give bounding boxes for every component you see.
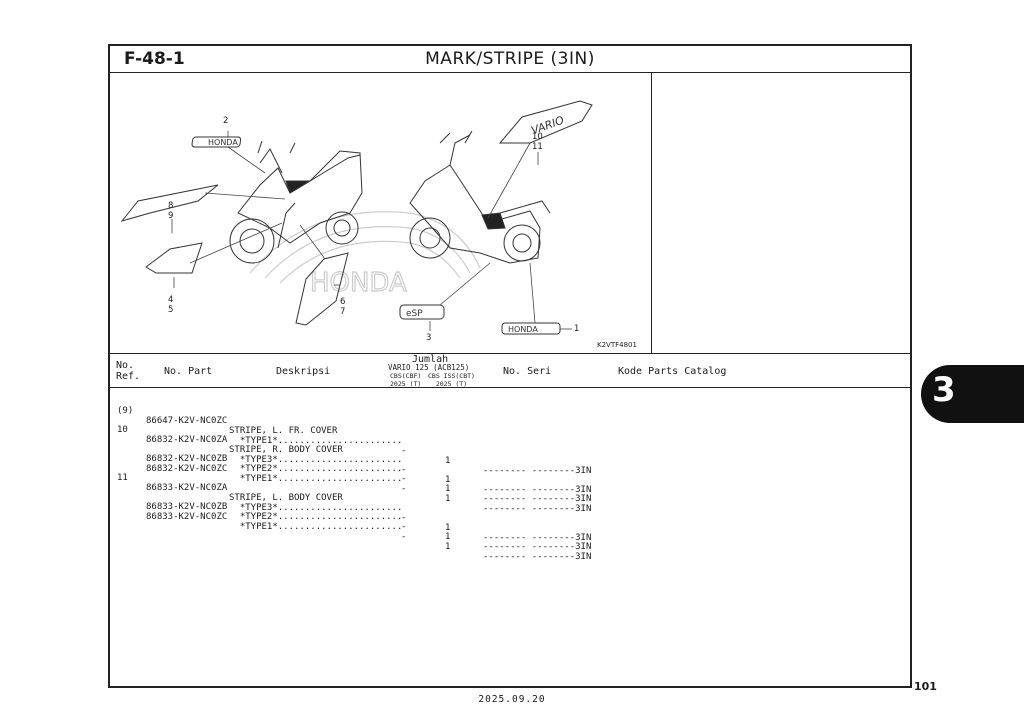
callout-9: 9 bbox=[168, 211, 174, 221]
scooter-rear-right-view bbox=[409, 130, 551, 264]
row-qty-cbs-iss: 1 bbox=[445, 532, 451, 542]
illustration-code: K2VTF4801 bbox=[597, 341, 637, 349]
row-serial: -------- --------3IN bbox=[483, 532, 592, 543]
row-description: *TYPE1*....................... bbox=[229, 521, 403, 532]
row-serial: -------- --------3IN bbox=[483, 494, 592, 504]
catalog-frame: F-48-1 MARK/STRIPE (3IN) HONDA bbox=[108, 44, 912, 688]
table-row: 11 86833-K2V-NC0ZA STRIPE, L. BODY COVER bbox=[110, 463, 343, 503]
callout-11: 11 bbox=[532, 142, 543, 152]
row-qty-cbs-iss: 1 bbox=[445, 541, 451, 552]
row-qty-cbs-iss: 1 bbox=[445, 474, 451, 485]
row-qty-cbs: - bbox=[401, 512, 407, 523]
figure-code: F-48-1 bbox=[124, 49, 185, 69]
table-row: 10 86832-K2V-NC0ZA STRIPE, R. BODY COVER bbox=[110, 415, 343, 455]
row-qty-cbs: - bbox=[401, 464, 407, 475]
row-part-number: 86832-K2V-NC0ZA bbox=[146, 435, 228, 445]
header-kode-parts: Kode Parts Catalog bbox=[618, 366, 727, 377]
decal-honda-small: HONDA bbox=[191, 136, 242, 148]
decal-emblem: eSP bbox=[399, 304, 445, 320]
row-ref: 10 bbox=[117, 425, 128, 435]
svg-text:eSP: eSP bbox=[406, 309, 423, 319]
table-row: 86832-K2V-NC0ZC *TYPE1*.................… bbox=[110, 444, 591, 514]
leader-lines bbox=[171, 131, 572, 331]
row-qty-cbs: - bbox=[401, 531, 407, 542]
footer-date: 2025.09.20 bbox=[478, 694, 546, 705]
row-qty-cbs: - bbox=[401, 474, 407, 484]
callout-2: 2 bbox=[223, 116, 229, 126]
parts-illustration: HONDA bbox=[110, 73, 652, 353]
svg-text:HONDA: HONDA bbox=[310, 268, 407, 298]
row-part-number: 86833-K2V-NC0ZC bbox=[146, 511, 228, 522]
table-row: (9) 86647-K2V-NC0ZC STRIPE, L. FR. COVER bbox=[110, 396, 337, 436]
callout-3: 3 bbox=[426, 333, 432, 343]
row-part-number: 86647-K2V-NC0ZC bbox=[146, 416, 228, 426]
table-row: *TYPE3*....................... - 1 -----… bbox=[110, 425, 592, 495]
callout-8: 8 bbox=[168, 201, 174, 211]
row-qty-cbs-iss: 1 bbox=[445, 455, 451, 466]
row-serial: -------- --------3IN bbox=[483, 465, 592, 476]
callout-1: 1 bbox=[574, 324, 580, 334]
row-part-number: 86833-K2V-NC0ZB bbox=[146, 502, 228, 512]
row-qty-cbs: - bbox=[401, 483, 407, 494]
header-part-number: No. Part bbox=[164, 366, 213, 377]
table-row: *TYPE1*....................... - 1 -----… bbox=[110, 406, 592, 476]
callout-4: 4 bbox=[168, 295, 174, 305]
callout-10: 10 bbox=[532, 132, 543, 142]
header-ref: No. Ref. bbox=[116, 360, 141, 382]
wing-logo-watermark: HONDA bbox=[249, 211, 481, 299]
decal-lower-side bbox=[145, 242, 203, 274]
scooter-front-left-view bbox=[229, 140, 363, 264]
svg-text:HONDA: HONDA bbox=[508, 325, 538, 334]
table-row: 86832-K2V-NC0ZB *TYPE2*.................… bbox=[110, 434, 591, 504]
row-part-number: 86833-K2V-NC0ZA bbox=[146, 483, 228, 493]
svg-text:HONDA: HONDA bbox=[208, 138, 238, 147]
page-number: 101 bbox=[914, 680, 937, 693]
title-bar: F-48-1 MARK/STRIPE (3IN) bbox=[110, 46, 910, 73]
header-qty-model: VARIO 125 (ACB125) bbox=[388, 363, 470, 372]
row-qty-cbs-iss: 1 bbox=[445, 493, 451, 504]
header-serial: No. Seri bbox=[503, 366, 552, 377]
row-qty-cbs-iss: 1 bbox=[445, 484, 451, 494]
row-description: *TYPE1*....................... bbox=[229, 435, 403, 446]
decal-honda-rear: HONDA bbox=[501, 322, 561, 335]
row-description: STRIPE, L. FR. COVER bbox=[229, 426, 338, 436]
row-serial: -------- --------3IN bbox=[483, 484, 592, 495]
row-qty-cbs-iss: 1 bbox=[445, 522, 451, 533]
row-description: STRIPE, R. BODY COVER bbox=[229, 445, 343, 455]
row-part-number: 86832-K2V-NC0ZC bbox=[146, 463, 228, 474]
row-description: *TYPE1*....................... bbox=[229, 473, 403, 484]
row-serial: -------- --------3IN bbox=[483, 551, 592, 562]
callout-7: 7 bbox=[340, 307, 346, 317]
table-row: 86833-K2V-NC0ZC *TYPE1*.................… bbox=[110, 492, 591, 562]
header-description: Deskripsi bbox=[276, 366, 331, 377]
decal-vario-stripe: VARIO bbox=[498, 100, 593, 144]
parts-table-header: No. Ref. No. Part Deskripsi Jumlah VARIO… bbox=[110, 353, 910, 388]
row-serial: -------- --------3IN bbox=[483, 542, 592, 552]
row-description: *TYPE3*....................... bbox=[229, 454, 403, 465]
header-qty-title: Jumlah bbox=[412, 354, 449, 365]
header-qty-col-cbs-iss: CBS ISS(CBT) 2025 (T) bbox=[428, 372, 475, 388]
callout-5: 5 bbox=[168, 305, 174, 315]
row-ref: 11 bbox=[117, 473, 128, 483]
row-description: *TYPE2*....................... bbox=[229, 512, 403, 522]
row-serial: -------- --------3IN bbox=[483, 503, 592, 514]
row-part-number: 86832-K2V-NC0ZB bbox=[146, 454, 228, 464]
row-description: *TYPE2*....................... bbox=[229, 464, 403, 474]
chapter-tab bbox=[921, 365, 1024, 423]
header-qty-col-cbs: CBS(CBF) 2025 (T) bbox=[390, 372, 422, 388]
row-ref: (9) bbox=[117, 406, 134, 416]
chapter-number: 3 bbox=[932, 370, 956, 410]
row-description: STRIPE, L. BODY COVER bbox=[229, 493, 343, 503]
figure-title: MARK/STRIPE (3IN) bbox=[425, 49, 595, 69]
decal-vertical-stripe bbox=[295, 252, 349, 326]
row-qty-cbs: - bbox=[401, 522, 407, 532]
table-row: 86833-K2V-NC0ZB *TYPE2*.................… bbox=[110, 482, 591, 552]
row-qty-cbs: - bbox=[401, 445, 407, 456]
exploded-diagram: HONDA bbox=[120, 100, 593, 335]
callout-6: 6 bbox=[340, 297, 346, 307]
table-row: *TYPE3*....................... - 1 -----… bbox=[110, 473, 592, 543]
row-description: *TYPE3*....................... bbox=[229, 502, 403, 513]
